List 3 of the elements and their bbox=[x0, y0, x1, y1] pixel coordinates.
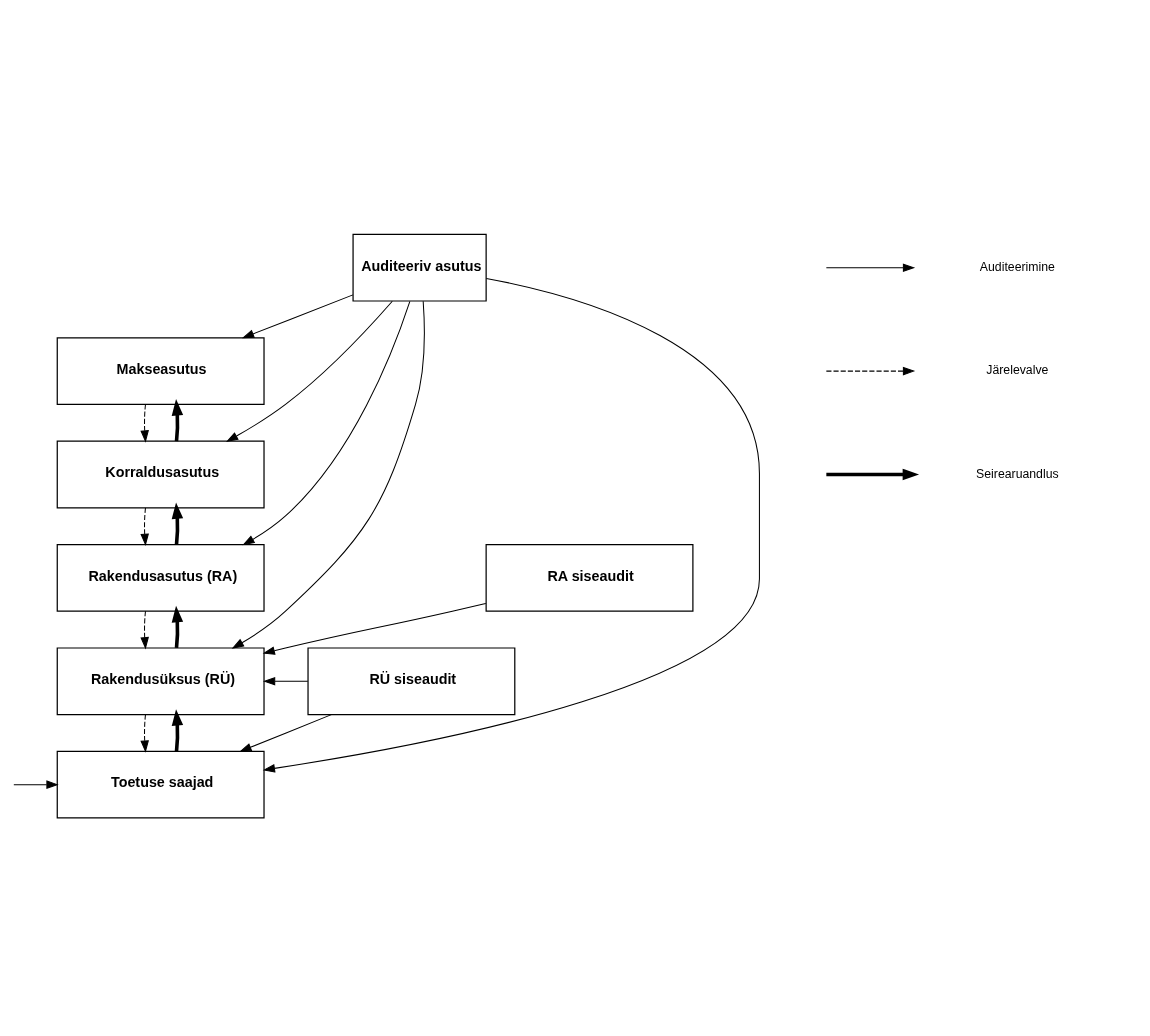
legend-label: Seirearuandlus bbox=[976, 466, 1059, 481]
legend-label: Auditeerimine bbox=[979, 259, 1055, 274]
legend-label: Järelevalve bbox=[986, 363, 1049, 378]
